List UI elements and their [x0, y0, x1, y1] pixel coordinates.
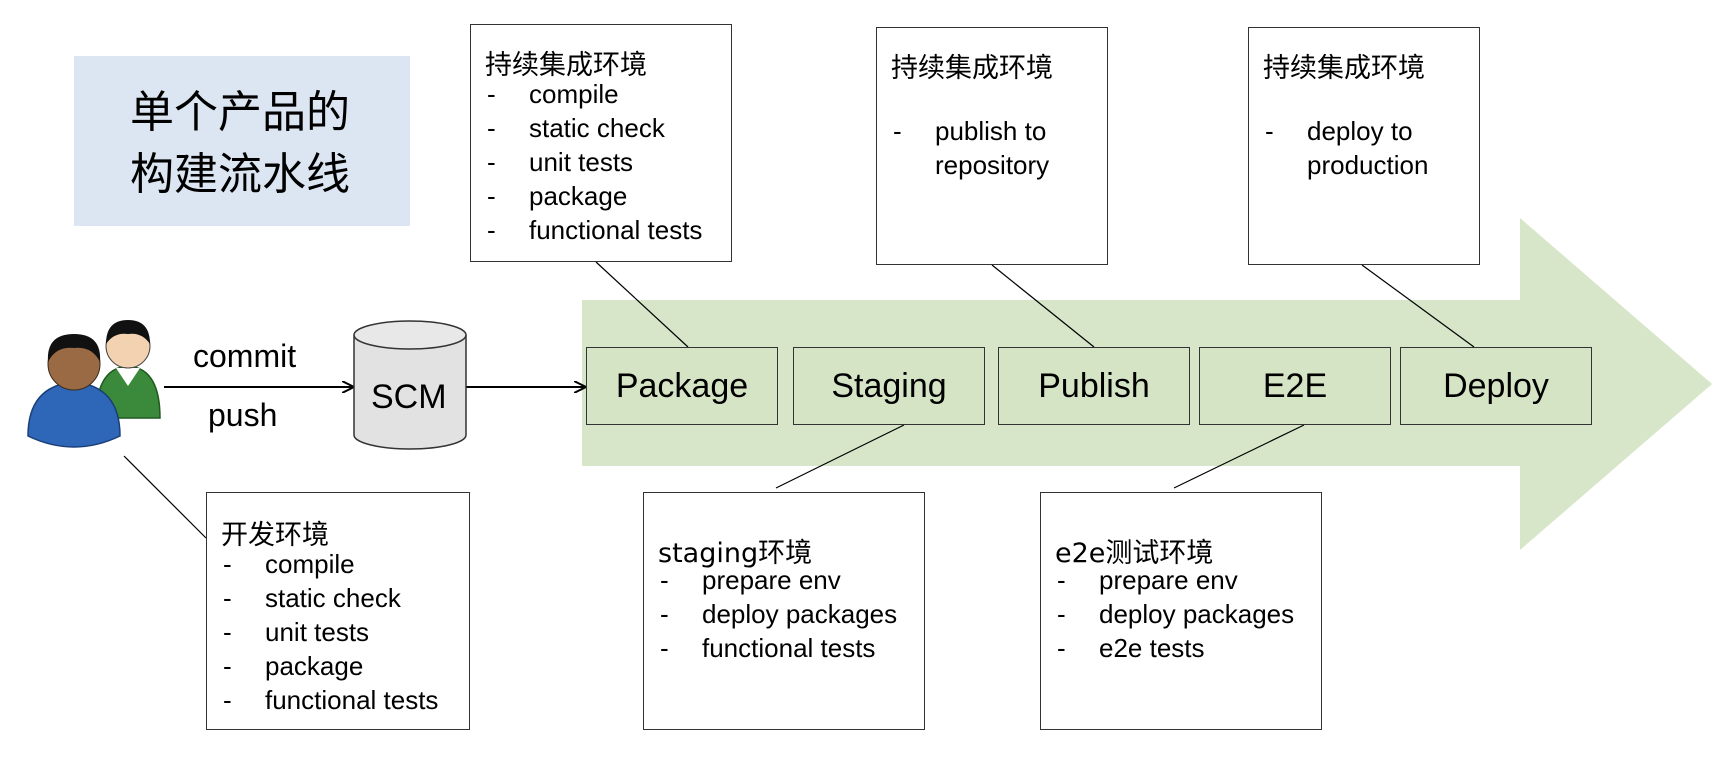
- stage-staging: Staging: [793, 347, 985, 425]
- note-ci-package: 持续集成环境 compile static check unit tests p…: [470, 24, 732, 262]
- list-item: prepare env: [1057, 563, 1294, 597]
- diagram-title: 单个产品的 构建流水线: [130, 82, 350, 206]
- list-item: functional tests: [487, 213, 702, 247]
- note-ci-deploy-title: 持续集成环境: [1263, 53, 1425, 84]
- list-item: production: [1307, 150, 1429, 180]
- stage-deploy: Deploy: [1400, 347, 1592, 425]
- list-item: deploy to: [1265, 114, 1428, 148]
- list-item: static check: [487, 111, 702, 145]
- list-item: repository: [935, 150, 1050, 180]
- list-item: package: [223, 649, 438, 683]
- connector-dev: [123, 455, 207, 539]
- title-line-2: 构建流水线: [130, 149, 350, 200]
- note-ci-package-list: compile static check unit tests package …: [487, 77, 702, 247]
- stage-publish: Publish: [998, 347, 1190, 425]
- push-label: push: [208, 397, 278, 433]
- note-e2e-list: prepare env deploy packages e2e tests: [1057, 563, 1294, 665]
- list-item: static check: [223, 581, 438, 615]
- note-dev-list: compile static check unit tests package …: [223, 547, 438, 717]
- note-ci-deploy: 持续集成环境 deploy to production: [1248, 27, 1480, 265]
- list-item: unit tests: [487, 145, 702, 179]
- stage-package: Package: [586, 347, 778, 425]
- scm-label: SCM: [371, 378, 447, 416]
- note-ci-deploy-list: deploy to production: [1265, 114, 1428, 182]
- note-ci-publish-title: 持续集成环境: [891, 53, 1053, 84]
- title-box: [74, 56, 410, 226]
- connector-ci-publish: [991, 264, 1095, 348]
- list-item: compile: [487, 77, 702, 111]
- note-dev-title: 开发环境: [221, 520, 329, 551]
- stage-e2e: E2E: [1199, 347, 1391, 425]
- note-ci-publish: 持续集成环境 publish to repository: [876, 27, 1108, 265]
- connector-e2e: [1173, 424, 1305, 489]
- note-dev: 开发环境 compile static check unit tests pac…: [206, 492, 470, 730]
- note-staging-list: prepare env deploy packages functional t…: [660, 563, 897, 665]
- list-item: e2e tests: [1057, 631, 1294, 665]
- connector-ci-deploy: [1361, 264, 1475, 348]
- commit-label: commit: [193, 338, 297, 374]
- database-icon: [353, 320, 467, 450]
- note-ci-publish-list: publish to repository: [893, 114, 1049, 182]
- list-item: functional tests: [660, 631, 897, 665]
- connector-ci-package: [595, 261, 689, 348]
- connector-staging: [775, 424, 905, 489]
- list-item: compile: [223, 547, 438, 581]
- list-item: deploy packages: [660, 597, 897, 631]
- list-item: deploy packages: [1057, 597, 1294, 631]
- list-item: functional tests: [223, 683, 438, 717]
- note-ci-package-title: 持续集成环境: [485, 50, 647, 81]
- list-item: prepare env: [660, 563, 897, 597]
- note-staging: staging环境 prepare env deploy packages fu…: [643, 492, 925, 730]
- note-e2e: e2e测试环境 prepare env deploy packages e2e …: [1040, 492, 1322, 730]
- title-line-1: 单个产品的: [130, 87, 350, 138]
- list-item: unit tests: [223, 615, 438, 649]
- people-icon: [27, 320, 161, 448]
- list-item: publish to: [893, 114, 1049, 148]
- list-item: package: [487, 179, 702, 213]
